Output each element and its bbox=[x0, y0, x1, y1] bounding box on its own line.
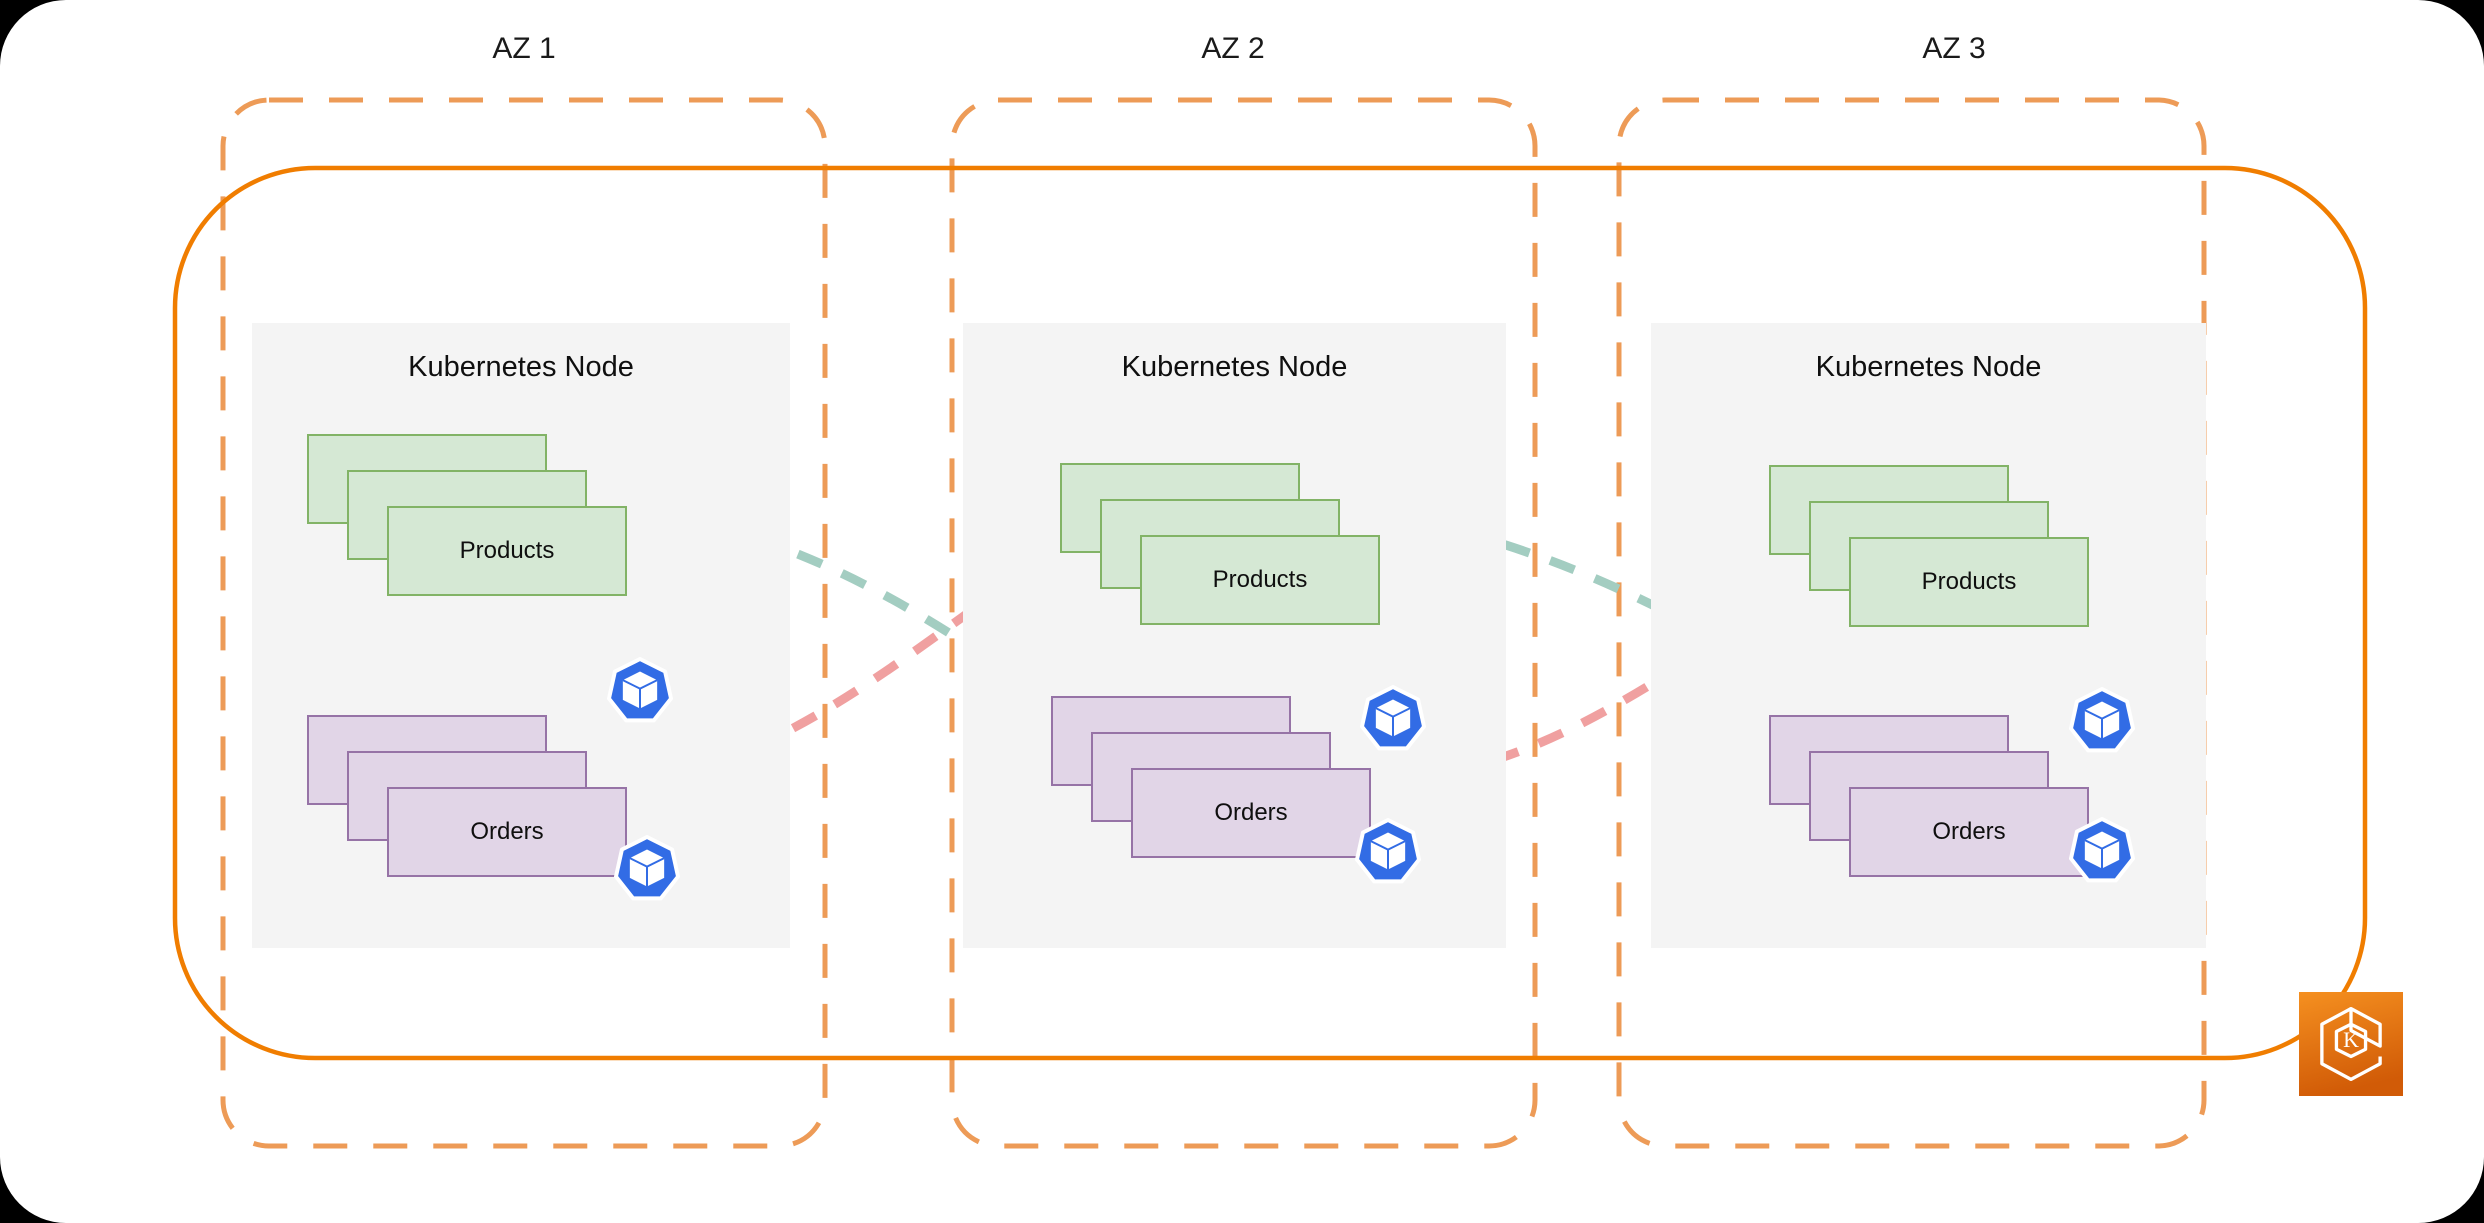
kubernetes-node-az3[interactable]: Kubernetes Node Products Orders bbox=[1651, 323, 2206, 948]
pod-products-az3[interactable]: Products bbox=[1849, 537, 2089, 627]
pod-products-az2[interactable]: Products bbox=[1140, 535, 1380, 625]
kubernetes-icon bbox=[1360, 685, 1426, 751]
kubernetes-node-az1[interactable]: Kubernetes Node Products Orders bbox=[252, 323, 790, 948]
az-box-az2 bbox=[949, 97, 1538, 1149]
kubernetes-icon bbox=[1355, 818, 1421, 884]
pod-orders-az2[interactable]: Orders bbox=[1131, 768, 1371, 858]
kubernetes-node-az2[interactable]: Kubernetes Node Products Orders bbox=[963, 323, 1506, 948]
kubernetes-icon bbox=[607, 657, 673, 723]
pod-orders-az1[interactable]: Orders bbox=[387, 787, 627, 877]
az-label-az3: AZ 3 bbox=[1922, 32, 1986, 65]
pod-products-az1[interactable]: Products bbox=[387, 506, 627, 596]
az-label-az2: AZ 2 bbox=[1201, 32, 1265, 65]
node-title-az1: Kubernetes Node bbox=[408, 351, 634, 383]
node-title-az2: Kubernetes Node bbox=[1121, 351, 1348, 383]
kubernetes-icon bbox=[2069, 817, 2135, 883]
pod-label: Orders bbox=[470, 818, 544, 845]
pod-label: Orders bbox=[1214, 799, 1288, 826]
cluster-boundary bbox=[172, 165, 2368, 1061]
kubernetes-icon bbox=[2069, 687, 2135, 753]
eks-logo-letter: K bbox=[2343, 1028, 2359, 1052]
kubernetes-icon bbox=[614, 835, 680, 901]
az-label-az1: AZ 1 bbox=[492, 32, 556, 65]
pod-label: Products bbox=[1921, 568, 2017, 595]
pod-label: Orders bbox=[1932, 818, 2006, 845]
az-box-az1 bbox=[220, 97, 828, 1149]
aws-eks-logo: K bbox=[2299, 992, 2403, 1096]
pod-label: Products bbox=[1212, 566, 1308, 593]
node-title-az3: Kubernetes Node bbox=[1815, 351, 2042, 383]
pod-orders-az3[interactable]: Orders bbox=[1849, 787, 2089, 877]
pod-label: Products bbox=[459, 537, 555, 564]
